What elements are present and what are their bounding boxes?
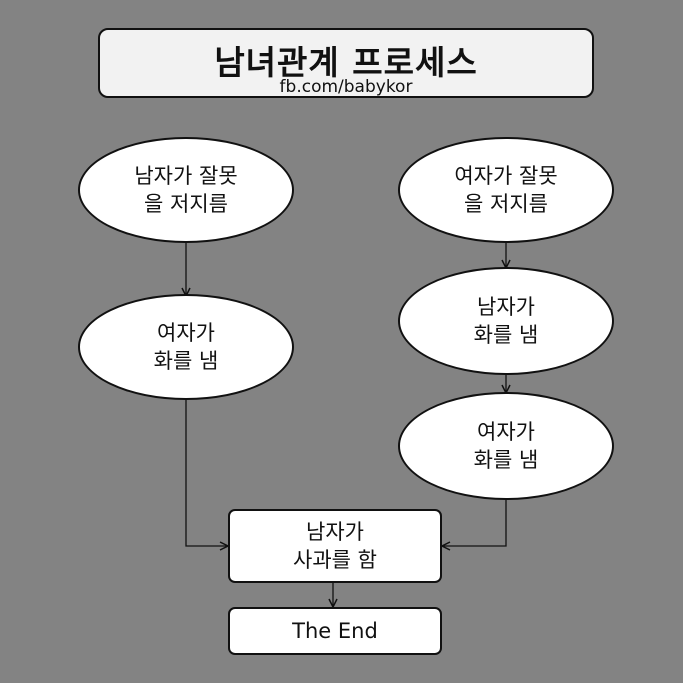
- title-box: 남녀관계 프로세스 fb.com/babykor: [98, 28, 594, 98]
- node-text-line1: 남자가: [306, 520, 364, 544]
- node-text-line1: 남자가 잘못: [134, 164, 238, 188]
- end-label: The End: [292, 619, 378, 643]
- node-text-line1: 여자가: [157, 321, 215, 345]
- node-man-apologizes: 남자가 사과를 함: [228, 509, 442, 583]
- node-text-line2: 화를 냄: [473, 323, 539, 347]
- node-woman-makes-mistake: 여자가 잘못 을 저지름: [398, 137, 614, 243]
- node-woman-gets-angry-left: 여자가 화를 냄: [78, 294, 294, 400]
- node-text-line2: 사과를 함: [293, 548, 377, 572]
- arrow-woman-angry-to-apology: [442, 498, 507, 546]
- arrow-left-angry-to-apology: [185, 398, 228, 546]
- diagram-title: 남녀관계 프로세스: [214, 43, 478, 82]
- node-text-line2: 화를 냄: [473, 448, 539, 472]
- node-man-gets-angry: 남자가 화를 냄: [398, 267, 614, 375]
- source-credit: fb.com/babykor: [279, 77, 413, 97]
- node-text-line1: 여자가 잘못: [454, 164, 558, 188]
- node-text-line2: 을 저지름: [144, 192, 228, 216]
- node-man-makes-mistake: 남자가 잘못 을 저지름: [78, 137, 294, 243]
- node-the-end: The End: [228, 607, 442, 655]
- node-text-line2: 화를 냄: [153, 349, 219, 373]
- node-text-line1: 여자가: [477, 420, 535, 444]
- node-text-line2: 을 저지름: [464, 192, 548, 216]
- node-text-line1: 남자가: [477, 295, 535, 319]
- node-woman-gets-angry-right: 여자가 화를 냄: [398, 392, 614, 500]
